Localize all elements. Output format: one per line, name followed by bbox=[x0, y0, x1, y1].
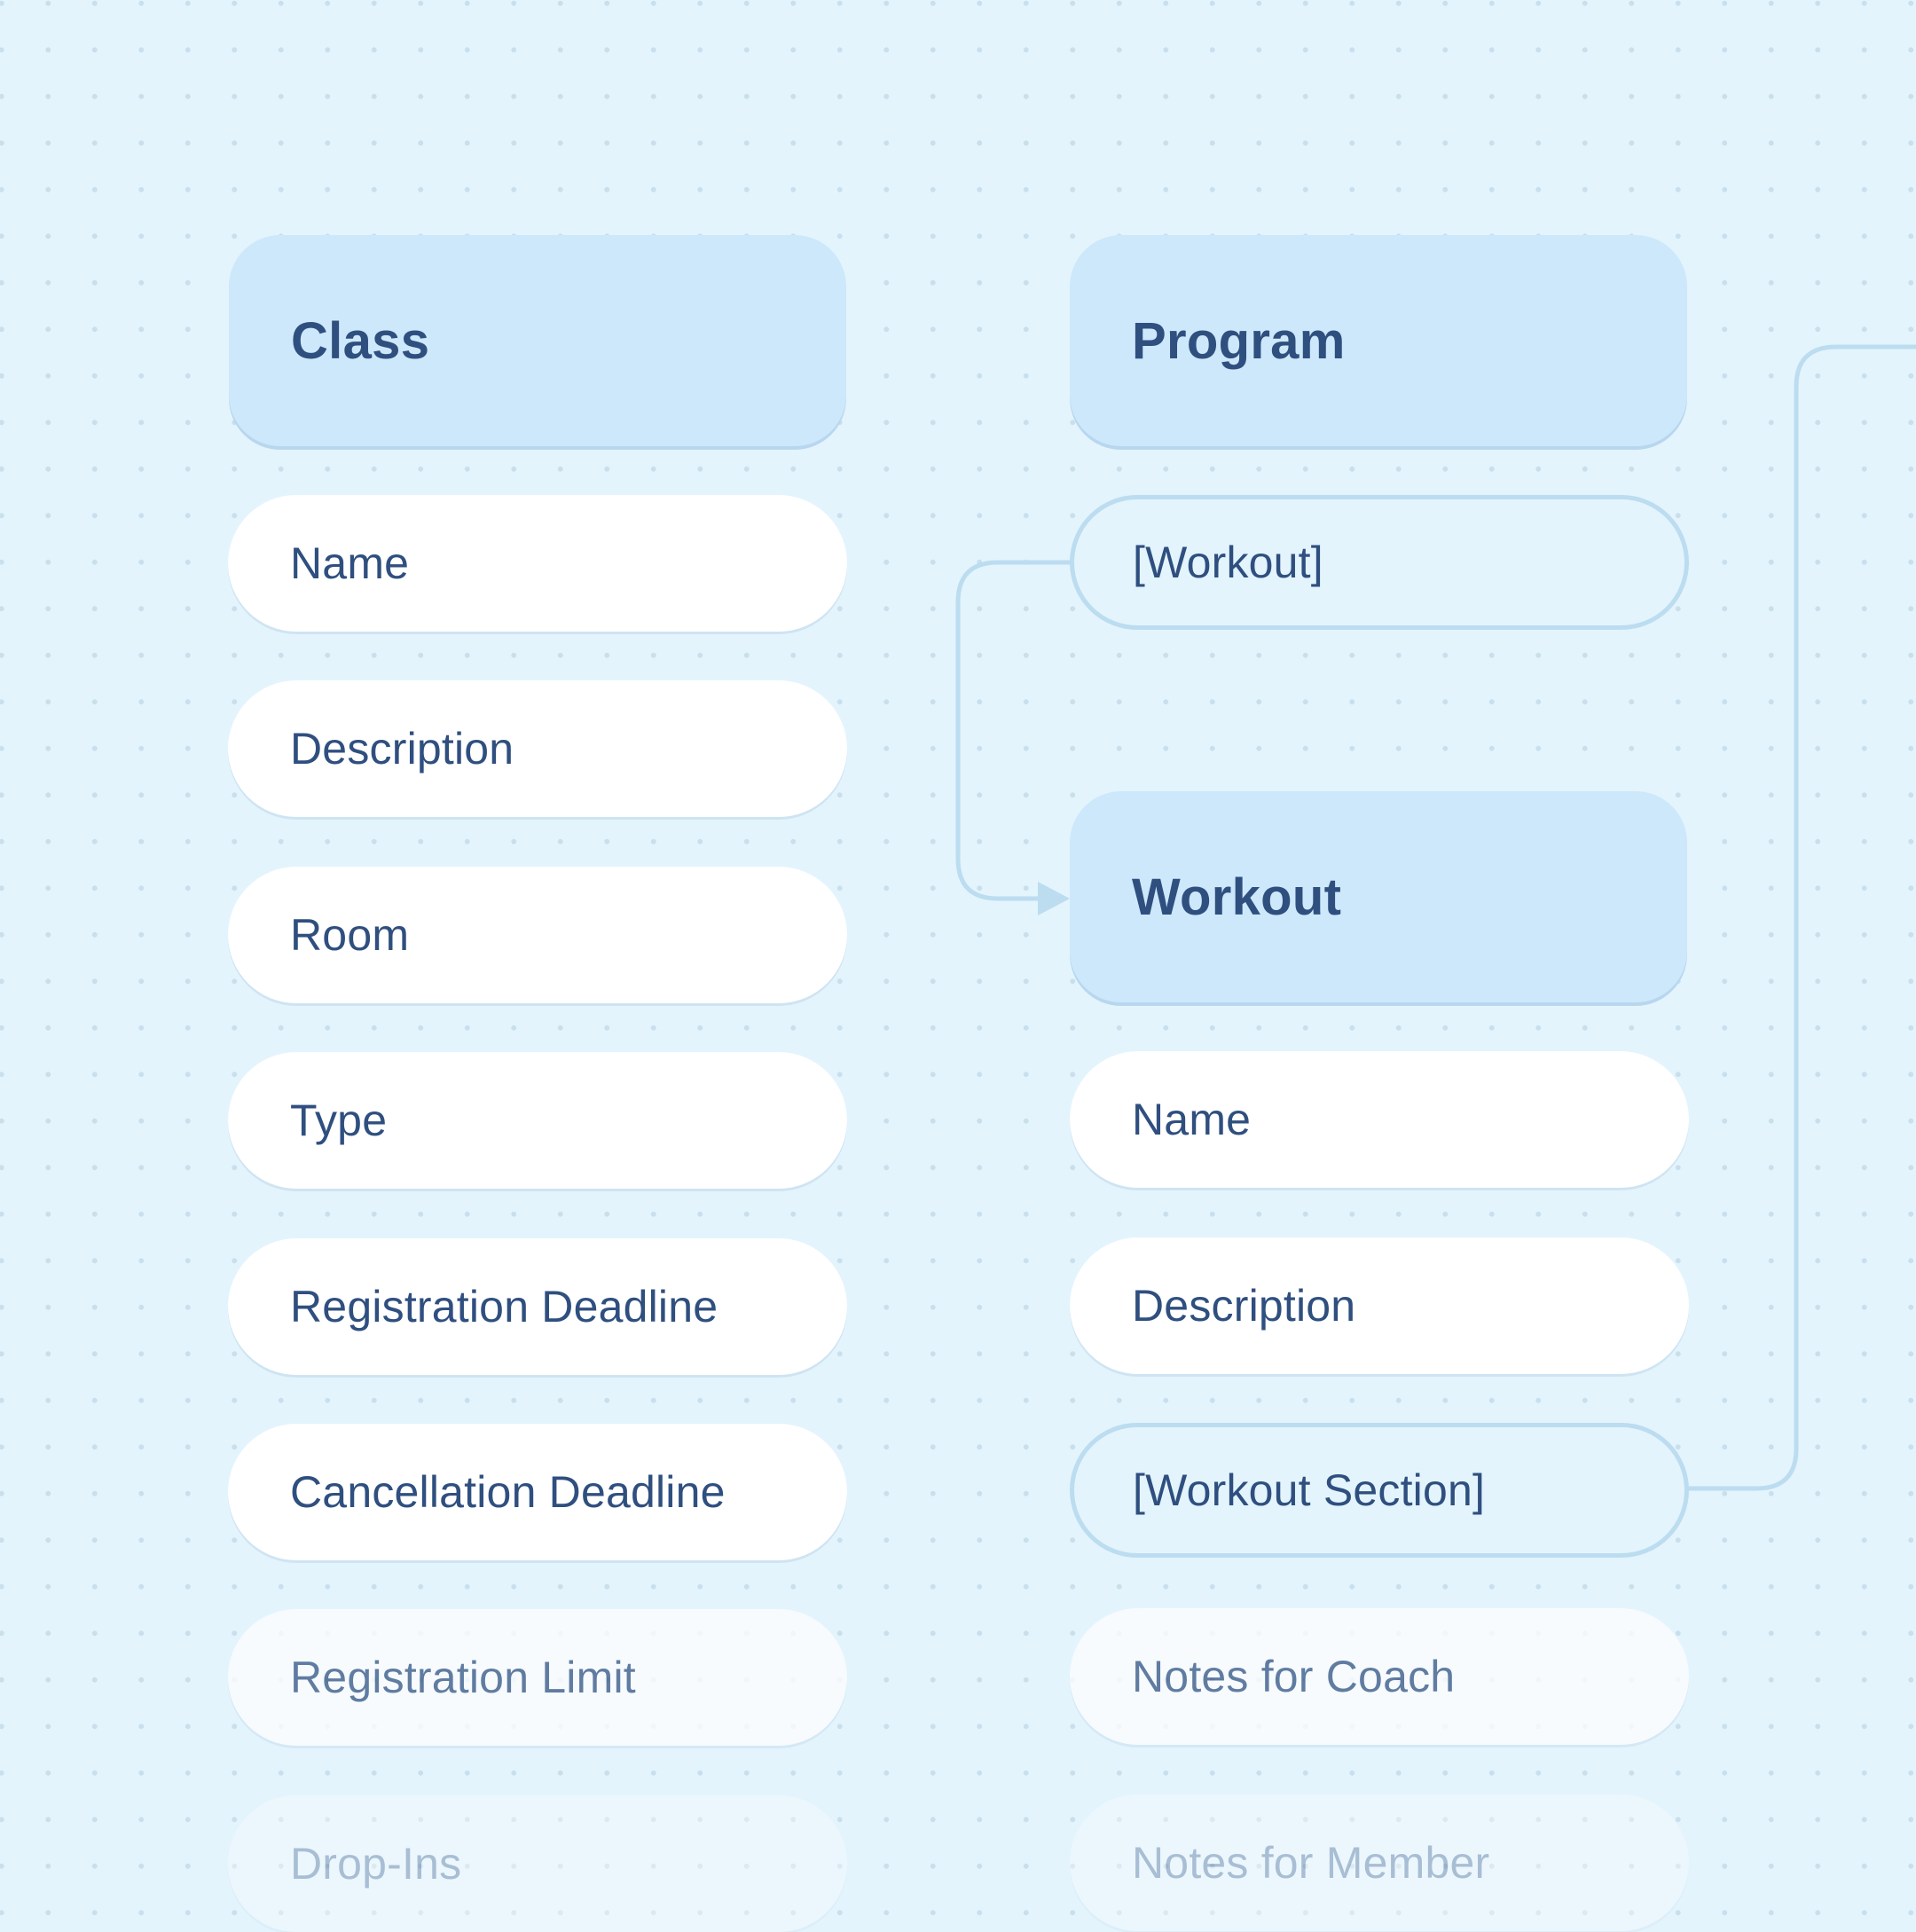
field-class-registration-limit[interactable]: Registration Limit bbox=[228, 1609, 847, 1746]
field-label: Name bbox=[290, 538, 410, 588]
field-class-description[interactable]: Description bbox=[228, 680, 847, 817]
entity-title-workout: Workout bbox=[1132, 868, 1342, 926]
field-label: Room bbox=[290, 910, 410, 960]
field-workout-section-link[interactable]: [Workout Section] bbox=[1070, 1423, 1689, 1558]
connector-workout-section-to-offscreen bbox=[1687, 344, 1916, 1491]
field-label: Name bbox=[1132, 1095, 1252, 1144]
field-label: Registration Limit bbox=[290, 1653, 636, 1702]
field-workout-notes-for-coach[interactable]: Notes for Coach bbox=[1070, 1608, 1689, 1745]
field-workout-notes-for-member[interactable]: Notes for Member bbox=[1070, 1795, 1689, 1931]
field-label: Drop-Ins bbox=[290, 1839, 462, 1889]
entity-header-class[interactable]: Class bbox=[229, 235, 846, 446]
field-label: Description bbox=[1132, 1281, 1356, 1331]
field-label: Type bbox=[290, 1096, 388, 1145]
connector-workout-to-workout bbox=[955, 560, 1072, 901]
field-class-registration-deadline[interactable]: Registration Deadline bbox=[228, 1238, 847, 1375]
field-label: [Workout] bbox=[1133, 538, 1323, 587]
field-label: Cancellation Deadline bbox=[290, 1467, 726, 1517]
entity-header-workout[interactable]: Workout bbox=[1070, 791, 1687, 1002]
entity-title-program: Program bbox=[1132, 311, 1346, 370]
field-class-name[interactable]: Name bbox=[228, 495, 847, 632]
field-label: Notes for Coach bbox=[1132, 1652, 1456, 1701]
field-workout-description[interactable]: Description bbox=[1070, 1237, 1689, 1374]
entity-header-program[interactable]: Program bbox=[1070, 235, 1687, 446]
field-class-drop-ins[interactable]: Drop-Ins bbox=[228, 1795, 847, 1932]
field-workout-name[interactable]: Name bbox=[1070, 1051, 1689, 1188]
arrowhead-icon bbox=[1038, 882, 1070, 915]
field-program-workout-link[interactable]: [Workout] bbox=[1070, 495, 1689, 630]
entity-title-class: Class bbox=[291, 311, 430, 370]
field-label: [Workout Section] bbox=[1133, 1465, 1486, 1515]
field-label: Description bbox=[290, 724, 514, 774]
field-label: Notes for Member bbox=[1132, 1838, 1490, 1888]
field-class-room[interactable]: Room bbox=[228, 867, 847, 1003]
field-class-cancellation-deadline[interactable]: Cancellation Deadline bbox=[228, 1424, 847, 1560]
field-class-type[interactable]: Type bbox=[228, 1052, 847, 1189]
field-label: Registration Deadline bbox=[290, 1282, 718, 1331]
